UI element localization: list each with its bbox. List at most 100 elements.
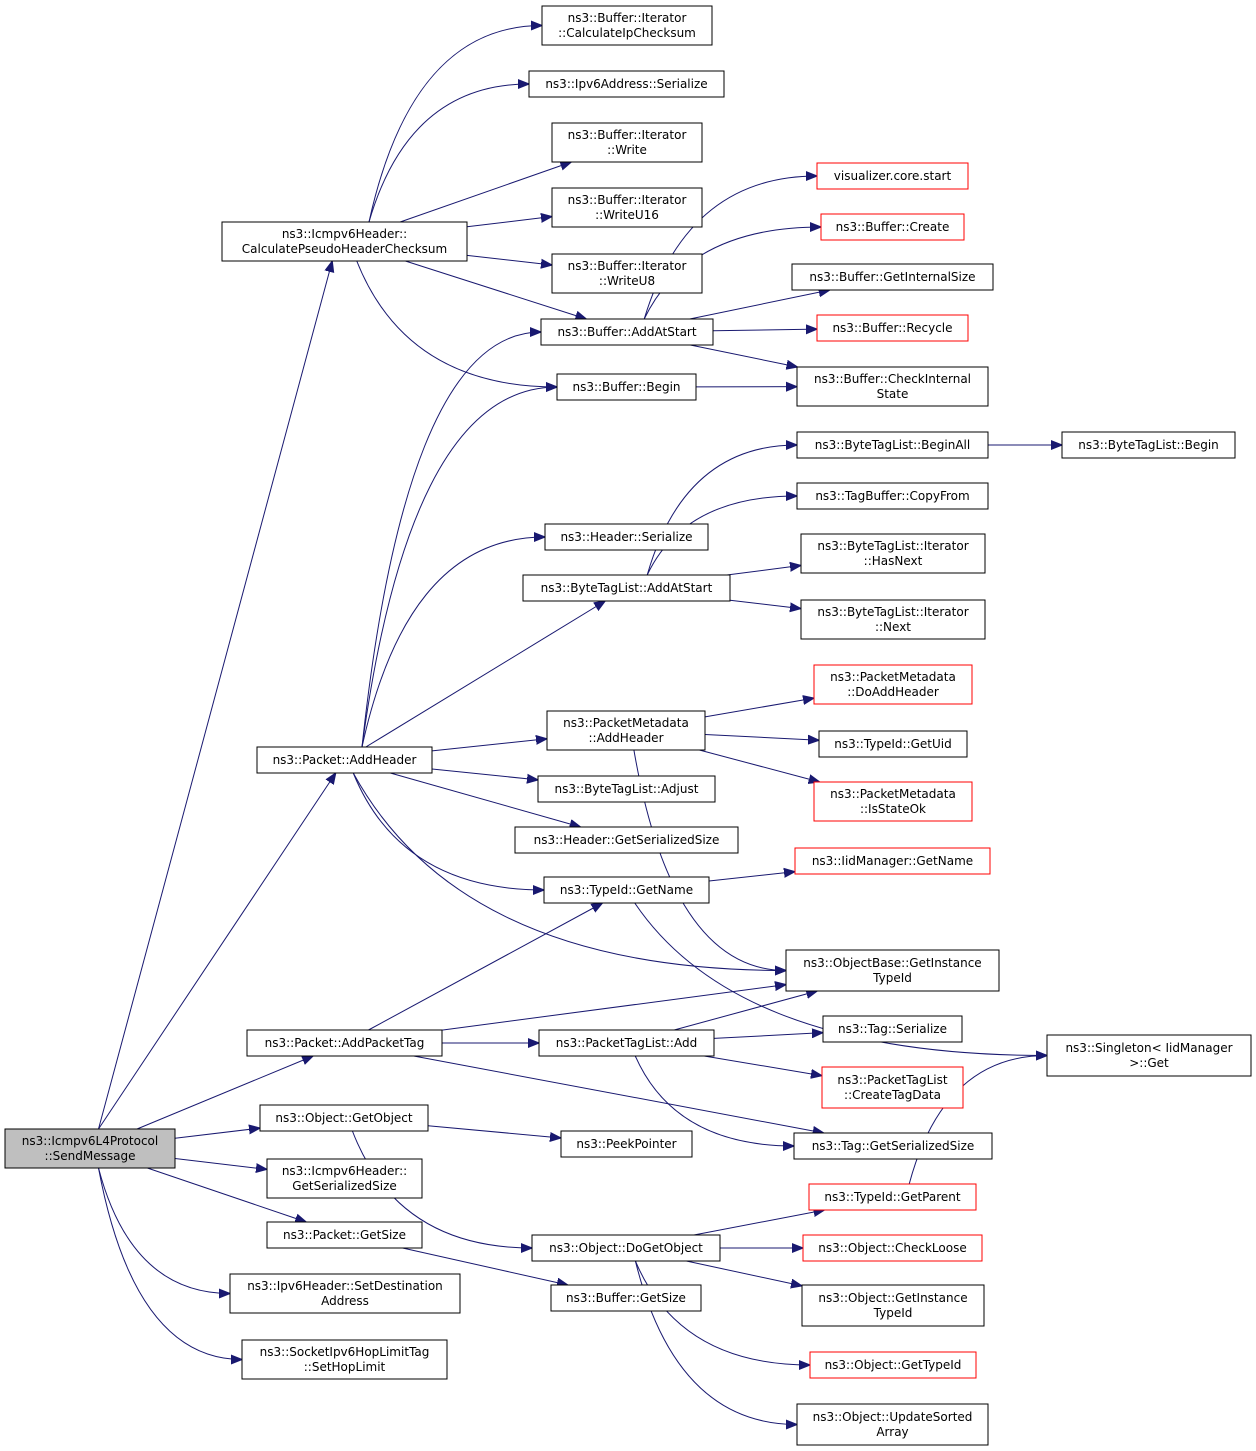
node-objBaseGetInstTid-label-1: TypeId — [872, 971, 912, 985]
node-ipv6Serialize-box — [528, 70, 725, 98]
edge-bufAddAtStart-to-bufCheckInternal — [690, 344, 797, 367]
node-addHeader[interactable]: ns3::Packet::AddHeader — [256, 746, 433, 774]
edge-btlAddAtStart-to-btlIterNext — [729, 599, 801, 608]
node-tagBufCopyFrom-label-0: ns3::TagBuffer::CopyFrom — [815, 489, 969, 503]
node-bufRecycle[interactable]: ns3::Buffer::Recycle — [816, 314, 969, 342]
edge-pmAddHeader-to-typeIdGetUid — [704, 733, 819, 740]
node-objCheckLoose-box — [802, 1234, 983, 1262]
node-iidGetName[interactable]: ns3::IidManager::GetName — [794, 847, 991, 875]
node-ptlCreateTagData-box — [821, 1066, 964, 1109]
node-bufGetInternalSize[interactable]: ns3::Buffer::GetInternalSize — [791, 263, 994, 291]
node-ptlAdd[interactable]: ns3::PacketTagList::Add — [538, 1029, 715, 1057]
node-headerSerialize-box — [544, 523, 709, 551]
node-calcIpChecksum[interactable]: ns3::Buffer::Iterator::CalculateIpChecks… — [541, 5, 713, 46]
node-iterWriteU8[interactable]: ns3::Buffer::Iterator::WriteU8 — [551, 253, 703, 294]
node-typeIdGetName[interactable]: ns3::TypeId::GetName — [543, 876, 710, 904]
node-typeIdGetParent[interactable]: ns3::TypeId::GetParent — [808, 1183, 977, 1211]
node-typeIdGetParent-label-0: ns3::TypeId::GetParent — [824, 1190, 960, 1204]
edge-getObject-to-peekPointer — [427, 1125, 561, 1138]
edge-addPacketTag-to-tagGetSerSize — [413, 1055, 824, 1133]
node-pmDoAddHeader[interactable]: ns3::PacketMetadata::DoAddHeader — [813, 664, 973, 705]
node-root[interactable]: ns3::Icmpv6L4Protocol::SendMessage — [4, 1128, 176, 1169]
node-bufCreate-box — [820, 213, 965, 241]
node-pmIsStateOk[interactable]: ns3::PacketMetadata::IsStateOk — [813, 781, 973, 822]
node-tagGetSerSize[interactable]: ns3::Tag::GetSerializedSize — [793, 1132, 993, 1160]
edge-calcPseudo-to-calcIpChecksum — [368, 26, 542, 223]
node-pmDoAddHeader-label-1: ::DoAddHeader — [847, 685, 939, 699]
node-bufCreate[interactable]: ns3::Buffer::Create — [820, 213, 965, 241]
node-bufGetSize[interactable]: ns3::Buffer::GetSize — [550, 1284, 702, 1312]
node-vizStart-label-0: visualizer.core.start — [834, 169, 952, 183]
edge-doGetObject-to-typeIdGetParent — [693, 1210, 825, 1236]
node-iterWriteU16[interactable]: ns3::Buffer::Iterator::WriteU16 — [551, 187, 703, 228]
node-objUpdateSorted-box — [796, 1403, 989, 1446]
node-bufBegin[interactable]: ns3::Buffer::Begin — [556, 373, 697, 401]
node-pmAddHeader[interactable]: ns3::PacketMetadata::AddHeader — [546, 710, 706, 751]
node-setHopLimit[interactable]: ns3::SocketIpv6HopLimitTag::SetHopLimit — [241, 1339, 448, 1380]
node-getObject[interactable]: ns3::Object::GetObject — [259, 1104, 429, 1132]
node-singletonGet[interactable]: ns3::Singleton< IidManager>::Get — [1046, 1034, 1252, 1077]
node-root-box — [4, 1128, 176, 1169]
node-tagSerialize[interactable]: ns3::Tag::Serialize — [822, 1015, 963, 1043]
node-bufCheckInternal-box — [796, 366, 989, 407]
node-calcPseudo[interactable]: ns3::Icmpv6Header::CalculatePseudoHeader… — [221, 221, 468, 262]
node-pmDoAddHeader-box — [813, 664, 973, 705]
node-bufAddAtStart-box — [540, 318, 714, 346]
node-ipv6Serialize[interactable]: ns3::Ipv6Address::Serialize — [528, 70, 725, 98]
node-bufGetInternalSize-label-0: ns3::Buffer::GetInternalSize — [809, 270, 975, 284]
node-doGetObject[interactable]: ns3::Object::DoGetObject — [531, 1234, 721, 1262]
node-headerSerialize-label-0: ns3::Header::Serialize — [560, 530, 692, 544]
node-typeIdGetUid-label-0: ns3::TypeId::GetUid — [834, 737, 952, 751]
node-objCheckLoose[interactable]: ns3::Object::CheckLoose — [802, 1234, 983, 1262]
edge-calcPseudo-to-ipv6Serialize — [368, 84, 529, 223]
node-icmpGetSerSize[interactable]: ns3::Icmpv6Header::GetSerializedSize — [266, 1158, 423, 1199]
node-headerSerialize[interactable]: ns3::Header::Serialize — [544, 523, 709, 551]
edge-typeIdGetName-to-iidGetName — [708, 872, 795, 882]
node-btlIterNext[interactable]: ns3::ByteTagList::Iterator::Next — [800, 599, 986, 640]
node-setDest-label-0: ns3::Ipv6Header::SetDestination — [247, 1279, 443, 1293]
node-iterWriteU16-label-1: ::WriteU16 — [595, 208, 659, 222]
node-pmIsStateOk-label-0: ns3::PacketMetadata — [830, 787, 956, 801]
edge-addPacketTag-to-objBaseGetInstTid — [441, 985, 786, 1031]
node-typeIdGetUid[interactable]: ns3::TypeId::GetUid — [818, 730, 968, 758]
node-objGetTypeId[interactable]: ns3::Object::GetTypeId — [809, 1351, 977, 1379]
node-btlBeginAll[interactable]: ns3::ByteTagList::BeginAll — [796, 431, 989, 459]
node-bufBegin-label-0: ns3::Buffer::Begin — [572, 380, 680, 394]
edge-btlAddAtStart-to-btlBeginAll — [646, 445, 797, 576]
node-objGetInstTid-label-0: ns3::Object::GetInstance — [818, 1291, 967, 1305]
node-btlIterHasNext[interactable]: ns3::ByteTagList::Iterator::HasNext — [800, 533, 986, 574]
node-addHeader-box — [256, 746, 433, 774]
edge-ptlAdd-to-objBaseGetInstTid — [674, 991, 817, 1031]
node-iterWrite[interactable]: ns3::Buffer::Iterator::Write — [551, 122, 703, 163]
node-btlAdjust[interactable]: ns3::ByteTagList::Adjust — [537, 775, 716, 803]
node-btlAddAtStart[interactable]: ns3::ByteTagList::AddAtStart — [522, 574, 731, 602]
node-vizStart[interactable]: visualizer.core.start — [816, 162, 969, 190]
node-btlIterNext-box — [800, 599, 986, 640]
node-tagBufCopyFrom[interactable]: ns3::TagBuffer::CopyFrom — [796, 482, 989, 510]
edge-addHeader-to-btlAdjust — [431, 768, 538, 780]
node-bufAddAtStart[interactable]: ns3::Buffer::AddAtStart — [540, 318, 714, 346]
node-peekPointer[interactable]: ns3::PeekPointer — [560, 1130, 693, 1158]
edge-root-to-addHeader — [98, 773, 336, 1130]
node-packetGetSize[interactable]: ns3::Packet::GetSize — [266, 1221, 423, 1249]
node-setHopLimit-label-0: ns3::SocketIpv6HopLimitTag — [260, 1345, 430, 1359]
node-headerGetSerSize[interactable]: ns3::Header::GetSerializedSize — [514, 826, 739, 854]
node-btlBegin[interactable]: ns3::ByteTagList::Begin — [1061, 431, 1236, 459]
node-addPacketTag[interactable]: ns3::Packet::AddPacketTag — [246, 1029, 443, 1057]
node-ptlAdd-label-0: ns3::PacketTagList::Add — [556, 1036, 697, 1050]
edge-calcPseudo-to-bufBegin — [356, 260, 557, 387]
node-objBaseGetInstTid-box — [785, 949, 1000, 992]
node-pmAddHeader-label-0: ns3::PacketMetadata — [563, 716, 689, 730]
call-nodes: ns3::Icmpv6L4Protocol::SendMessagens3::I… — [4, 5, 1252, 1446]
edge-root-to-setDest — [98, 1167, 231, 1294]
node-tagGetSerSize-box — [793, 1132, 993, 1160]
node-iterWrite-label-0: ns3::Buffer::Iterator — [568, 128, 687, 142]
node-objBaseGetInstTid-label-0: ns3::ObjectBase::GetInstance — [803, 956, 981, 970]
node-ptlCreateTagData[interactable]: ns3::PacketTagList::CreateTagData — [821, 1066, 964, 1109]
node-root-label-0: ns3::Icmpv6L4Protocol — [22, 1134, 158, 1148]
